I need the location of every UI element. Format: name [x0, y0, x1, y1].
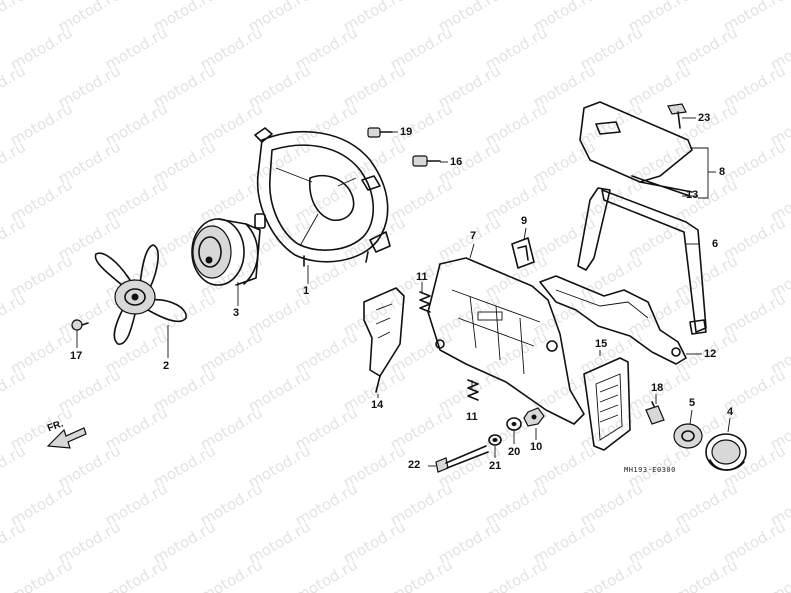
cap-part	[705, 433, 747, 471]
spring-lower-part	[467, 379, 479, 401]
callout-12: 12	[704, 348, 717, 360]
long-bolt-part	[435, 445, 489, 473]
callout-19: 19	[400, 126, 413, 138]
callout-22: 22	[408, 459, 421, 471]
bolt-23-part	[667, 103, 687, 129]
callout-14: 14	[371, 399, 384, 411]
grommet-part	[673, 423, 703, 449]
spring-upper-part	[419, 291, 431, 313]
fan-shroud-part	[254, 127, 391, 267]
callout-9: 9	[521, 215, 528, 227]
nut-10-part	[523, 407, 545, 427]
main-undercover-part	[427, 257, 585, 425]
direction-arrow-icon	[46, 427, 87, 449]
callout-2: 2	[163, 360, 170, 372]
callout-4: 4	[727, 406, 734, 418]
callout-16: 16	[450, 156, 463, 168]
side-shield-part	[539, 275, 687, 365]
washer-21-part	[488, 434, 502, 446]
leader-lines	[76, 117, 731, 467]
callout-17: 17	[70, 350, 83, 362]
fan-blade-part	[94, 244, 187, 345]
callout-6: 6	[712, 238, 719, 250]
callout-7: 7	[470, 230, 477, 242]
fan-motor-part	[191, 213, 266, 286]
callout-23: 23	[698, 112, 711, 124]
diagram-code: MH193-E0300	[624, 466, 676, 474]
washer-20-part	[506, 417, 522, 431]
callout-18: 18	[651, 382, 664, 394]
bolt-19-part	[367, 127, 393, 138]
bolt-16-part	[412, 155, 441, 167]
collar-part	[645, 401, 665, 425]
bolt-17-part	[71, 319, 89, 331]
callout-3: 3	[233, 307, 240, 319]
callout-11-upper: 11	[416, 271, 428, 283]
callout-10: 10	[530, 441, 543, 453]
callout-20: 20	[508, 446, 521, 458]
left-panel-part	[363, 287, 405, 393]
clip-part	[511, 237, 535, 269]
callout-13: 13	[686, 189, 699, 201]
right-panel-part	[583, 357, 631, 451]
callout-8: 8	[719, 166, 726, 178]
callout-5: 5	[689, 397, 696, 409]
callout-21: 21	[489, 460, 502, 472]
callout-11-lower: 11	[466, 411, 478, 423]
callout-15: 15	[595, 338, 608, 350]
upper-bracket-part	[579, 101, 709, 199]
callout-1: 1	[303, 285, 310, 297]
stay-part	[577, 187, 707, 335]
